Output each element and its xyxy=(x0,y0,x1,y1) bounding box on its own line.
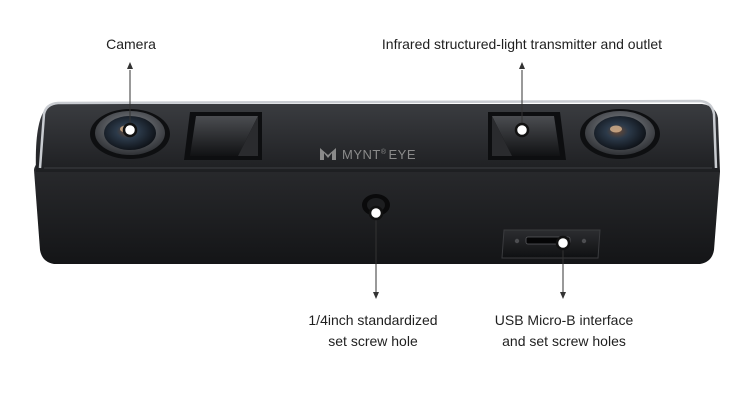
arrow-head-icon xyxy=(373,292,379,299)
brand-suffix: EYE xyxy=(389,147,417,162)
ir-window-right xyxy=(488,112,566,160)
marker-ring-icon xyxy=(368,205,384,221)
brand-logo: MYNT®EYE xyxy=(320,147,416,162)
leader-lines xyxy=(129,70,564,292)
brand-registered: ® xyxy=(381,148,387,156)
mynt-logo-icon xyxy=(320,148,336,160)
right-camera-lens xyxy=(580,109,660,159)
marker-ring-icon xyxy=(514,122,530,138)
callout-ir-line-1: Infrared structured-light transmitter an… xyxy=(381,36,663,52)
marker-ring-icon xyxy=(555,235,571,251)
usb-port-plate xyxy=(501,229,601,259)
device-rim xyxy=(38,99,718,169)
marker-ring-icon xyxy=(122,122,138,138)
markers xyxy=(122,122,571,251)
callout-screw-line-1: 1/4inch standardized xyxy=(308,312,438,328)
ir-window-left xyxy=(184,112,262,160)
callout-camera-line-1: Camera xyxy=(106,36,156,52)
callout-usb-line-1: USB Micro-B interface xyxy=(494,312,634,328)
callout-ir-transmitter: Infrared structured-light transmitter an… xyxy=(356,34,688,55)
callout-camera: Camera xyxy=(96,34,166,55)
svg-text:MYNT®EYE: MYNT®EYE xyxy=(342,147,416,162)
callout-usb-line-2: and set screw holes xyxy=(502,333,626,349)
arrow-head-icon xyxy=(519,62,525,69)
callout-screw-line-2: set screw hole xyxy=(328,333,418,349)
callout-usb: USB Micro-B interface and set screw hole… xyxy=(474,310,654,352)
brand-name: MYNT xyxy=(342,147,381,162)
arrow-head-icon xyxy=(127,62,133,69)
callout-screw-hole: 1/4inch standardized set screw hole xyxy=(288,310,458,352)
arrow-head-icon xyxy=(560,292,566,299)
arrow-heads xyxy=(127,62,566,299)
